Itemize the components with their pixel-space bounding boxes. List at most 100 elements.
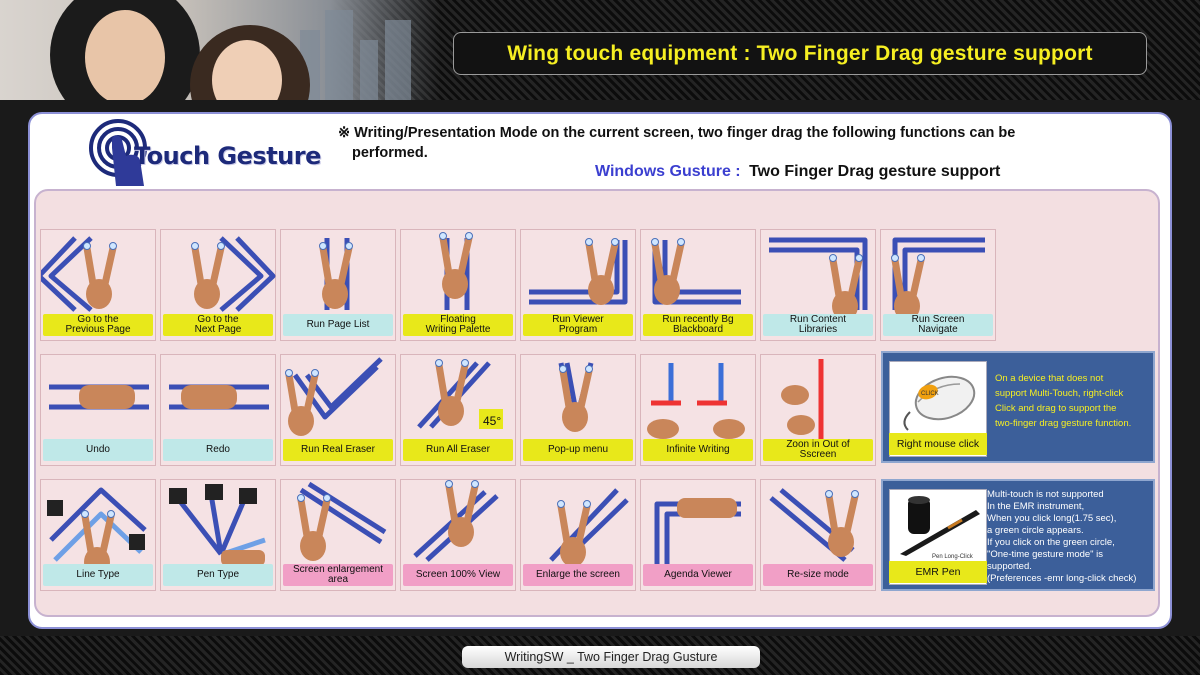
gesture-label-line-1: Re-size mode (787, 569, 849, 580)
gesture-label-line-1: Run Viewer (552, 314, 604, 325)
gesture-label: Run Page List (283, 314, 393, 336)
description-line-1: ※ Writing/Presentation Mode on the curre… (338, 125, 1016, 141)
gesture-label-line-2: Blackboard (672, 324, 724, 335)
gesture-label-line-1: Run All Eraser (426, 444, 490, 455)
gesture-label: Run All Eraser (403, 439, 513, 461)
gesture-label-line-1: Undo (86, 444, 110, 455)
emr-info-line: When you click long(1.75 sec), (987, 513, 1117, 524)
gesture-label-line-1: Go to the (77, 314, 119, 325)
gesture-label: Infinite Writing (643, 439, 753, 461)
gesture-cell: Undo (40, 354, 156, 466)
gesture-label-line-1: Floating (440, 314, 476, 325)
gesture-label-line-1: Run Screen (911, 314, 965, 325)
gesture-label-line-1: Redo (206, 444, 230, 455)
emr-info-line: supported. (987, 561, 1032, 572)
gesture-label: Screen 100% View (403, 564, 513, 586)
gesture-label: Pop-up menu (523, 439, 633, 461)
emr-info-text: Multi-touch is not supported In the EMR … (987, 489, 1155, 585)
two-finger-down-right-icon (651, 238, 741, 305)
emr-info-line: In the EMR instrument, (987, 501, 1085, 512)
gesture-cell: Run Page List (280, 229, 396, 341)
angle-badge: 45° (483, 414, 501, 428)
gesture-label: Re-size mode (763, 564, 873, 586)
gesture-label-line-1: Run Real Eraser (301, 444, 375, 455)
logo-text: Touch Gesture (134, 142, 321, 170)
gesture-label: Agenda Viewer (643, 564, 753, 586)
gesture-label: Line Type (43, 564, 153, 586)
emr-info-line: "One-time gesture mode" is (987, 549, 1104, 560)
gesture-label-line-1: Infinite Writing (666, 444, 730, 455)
mouse-info-line: two-finger drag gesture function. (995, 418, 1132, 429)
two-finger-down-left-icon (529, 238, 628, 305)
two-finger-up-left-icon (769, 237, 868, 316)
two-finger-up-right-icon (891, 237, 985, 316)
gesture-label-line-1: Line Type (76, 569, 120, 580)
description-line-2: performed. (352, 145, 428, 161)
windows-gesture-value: Two Finger Drag gesture support (749, 163, 1001, 180)
gesture-label: Enlarge the screen (523, 564, 633, 586)
emr-info-line: (Preferences -emr long-click check) (987, 573, 1137, 584)
two-finger-fan-icon (169, 484, 266, 566)
gesture-label: Redo (163, 439, 273, 461)
right-mouse-click-label: Right mouse click (889, 433, 987, 455)
gesture-label: Run Real Eraser (283, 439, 393, 461)
svg-text:CLICK: CLICK (921, 391, 939, 397)
page-title: Wing touch equipment : Two Finger Drag g… (507, 41, 1093, 65)
mouse-info-box: CLICK Right mouse click On a device that… (881, 351, 1155, 463)
gesture-label: Pen Type (163, 564, 273, 586)
gesture-cell: Redo (160, 354, 276, 466)
svg-text:Pen Long-Click: Pen Long-Click (932, 554, 974, 560)
header-title-box: Wing touch equipment : Two Finger Drag g… (453, 32, 1147, 75)
two-finger-right-chevron-icon (191, 236, 276, 312)
mouse-info-line: support Multi-Touch, right-click (995, 388, 1124, 399)
windows-gesture-label: Windows Gusture : (595, 163, 741, 180)
two-finger-swipe-right-icon (169, 384, 269, 410)
gesture-label-line-2: Program (558, 324, 598, 335)
windows-gesture-caption: Windows Gusture : Two Finger Drag gestur… (595, 163, 1000, 181)
gesture-label-line-1: Screen enlargement (292, 564, 384, 575)
gesture-cell: Re-size mode (760, 479, 876, 591)
mouse-info-line: On a device that does not (995, 373, 1104, 384)
mouse-info-line: Click and drag to support the (995, 403, 1117, 414)
two-finger-diagonal-up-icon (413, 480, 499, 562)
infinite-writing-hands-icon (647, 363, 745, 439)
gesture-label-line-1: Pop-up menu (547, 444, 609, 455)
footer-label: WritingSW _ Two Finger Drag Gusture (462, 646, 760, 668)
gesture-label-line-2: Libraries (798, 324, 838, 335)
gesture-label: Undo (43, 439, 153, 461)
touch-gesture-logo-icon (89, 119, 147, 186)
two-finger-down-icon (439, 232, 473, 310)
gesture-cell: Line Type (40, 479, 156, 591)
two-finger-diagonal-down-icon (297, 481, 387, 561)
gesture-cell: Agenda Viewer (640, 479, 756, 591)
two-finger-v-icon (558, 362, 594, 432)
gesture-cell: Infinite Writing (640, 354, 756, 466)
gesture-cell: 45° Run All Eraser (400, 354, 516, 466)
gesture-label-line-2: Navigate (918, 324, 958, 335)
gesture-label-line-2: Sscreen (799, 449, 837, 460)
two-finger-diagonal-45-icon: 45° (417, 359, 503, 429)
two-finger-swipe-left-icon (49, 384, 149, 410)
two-finger-up-icon (319, 238, 353, 310)
gesture-label-line-2: area (327, 574, 348, 585)
emr-info-box: Pen Long-Click EMR Pen Multi-touch is no… (881, 479, 1155, 591)
gesture-label-line-1: Enlarge the screen (536, 569, 620, 580)
emr-info-line: If you click on the green circle, (987, 537, 1115, 548)
gesture-cell: Screen 100% View (400, 479, 516, 591)
gesture-label-line-2: Previous Page (65, 324, 131, 335)
